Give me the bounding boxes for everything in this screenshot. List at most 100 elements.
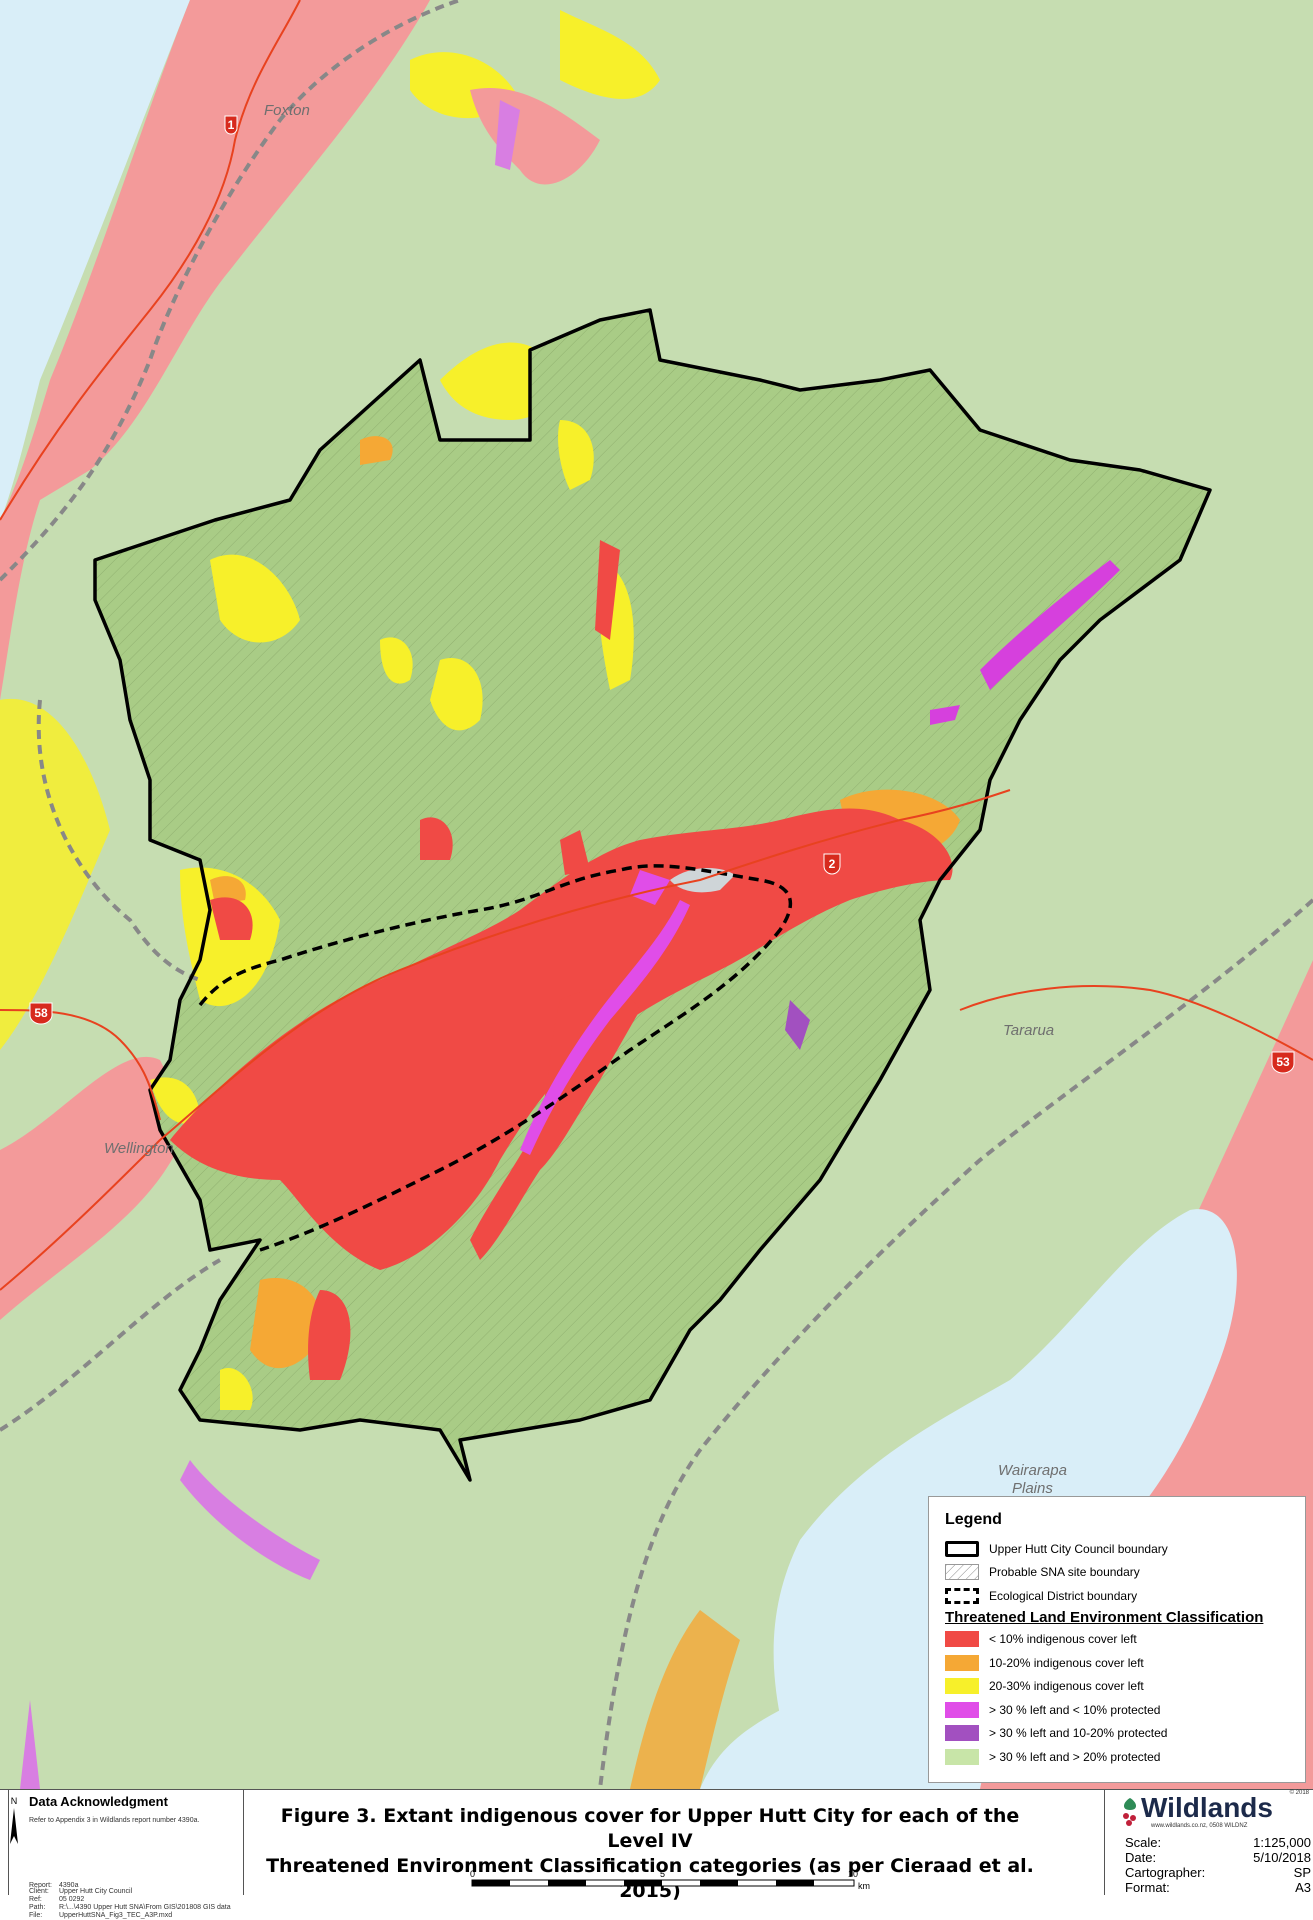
scale-unit: km	[858, 1881, 870, 1891]
route-shield-53: 53	[1271, 1051, 1295, 1074]
tec-20-30	[150, 1077, 200, 1124]
ack-text: Refer to Appendix 3 in Wildlands report …	[29, 1817, 200, 1824]
tec-20-30	[210, 554, 300, 643]
scale-tick-10: 10	[848, 1869, 858, 1879]
tec-20-30	[220, 1368, 253, 1410]
legend-item-ecological-boundary: Ecological District boundary	[945, 1584, 1293, 1608]
meta-row: File:UpperHuttSNA_Fig3_TEC_A3P.mxd	[29, 1912, 173, 1919]
magenta-patch	[180, 1460, 320, 1580]
legend-panel: Legend Upper Hutt City Council boundary …	[928, 1496, 1306, 1783]
detail-row: Cartographer:SP	[1125, 1865, 1311, 1880]
legend-item-class: 10-20% indigenous cover left	[945, 1651, 1293, 1675]
scale-tick-5: 5	[660, 1869, 665, 1879]
yellow-patch	[560, 10, 660, 99]
route-shield-1: 1	[224, 115, 238, 135]
svg-text:53: 53	[1276, 1055, 1290, 1069]
scale-tick-0: 0	[470, 1869, 475, 1879]
sea-south	[700, 1700, 810, 1789]
class-swatch	[945, 1654, 979, 1671]
tec-lt-10	[308, 1290, 351, 1380]
coastal-band-wellington	[0, 1056, 190, 1320]
wildlands-logo-icon	[1123, 1798, 1137, 1826]
legend-item-label: 10-20% indigenous cover left	[989, 1655, 1144, 1670]
tec-gt30-lt10-protected	[980, 560, 1120, 690]
road-sh2	[0, 789, 1011, 1291]
legend-item-label: > 30 % left and > 20% protected	[989, 1749, 1161, 1764]
map-details: Scale:1:125,000 Date:5/10/2018 Cartograp…	[1125, 1835, 1311, 1895]
tec-lt-10	[560, 830, 590, 875]
route-shield-58: 58	[29, 1002, 53, 1025]
place-plains: Plains	[1012, 1480, 1053, 1497]
legend-title: Legend	[945, 1511, 1002, 1528]
legend-item-class: > 30 % left and > 20% protected	[945, 1745, 1293, 1769]
tec-lt-10	[470, 989, 640, 1260]
yellow-patch	[0, 698, 110, 1050]
route-shield-2: 2	[823, 853, 841, 875]
yellow-patch	[440, 342, 553, 420]
tec-20-30	[558, 420, 594, 490]
place-wairarapa: Wairarapa	[998, 1462, 1067, 1479]
ecological-district-boundary-grey	[0, 0, 461, 582]
legend-item-label: > 30 % left and 10-20% protected	[989, 1726, 1168, 1741]
tec-lt-10	[595, 540, 620, 640]
report-meta: Report:4390a	[29, 1882, 78, 1890]
coastal-band-west	[0, 0, 430, 700]
ecological-boundary-swatch	[945, 1587, 979, 1604]
tec-gt30-lt10-protected	[520, 900, 690, 1155]
legend-item-class: 20-30% indigenous cover left	[945, 1675, 1293, 1699]
sea-west	[0, 0, 190, 520]
road-sh53	[959, 985, 1313, 1061]
detail-row: Date:5/10/2018	[1125, 1850, 1311, 1865]
legend-item-label: > 30 % left and < 10% protected	[989, 1702, 1161, 1717]
place-tararua: Tararua	[1003, 1022, 1054, 1039]
meta-row: Client:Upper Hutt City Council	[29, 1888, 133, 1895]
tec-lt-10	[210, 897, 253, 940]
legend-item-class: > 30 % left and 10-20% protected	[945, 1722, 1293, 1746]
class-swatch	[945, 1748, 979, 1765]
detail-row: Scale:1:125,000	[1125, 1835, 1311, 1850]
tec-10-20	[250, 1278, 322, 1369]
road-sh1	[0, 0, 301, 521]
legend-item-label: Upper Hutt City Council boundary	[989, 1541, 1168, 1556]
tec-20-30	[430, 658, 483, 731]
magenta-patch	[495, 100, 520, 170]
svg-text:2: 2	[829, 857, 836, 871]
tec-gt30-10-20-protected	[785, 1000, 810, 1050]
svg-text:58: 58	[34, 1006, 48, 1020]
meta-row: Path:R:\...\4390 Upper Hutt SNA\From GIS…	[29, 1904, 231, 1911]
place-foxton: Foxton	[264, 102, 310, 119]
council-boundary-swatch	[945, 1540, 979, 1557]
copyright: © 2018	[1289, 1790, 1309, 1796]
legend-item-class: < 10% indigenous cover left	[945, 1628, 1293, 1652]
legend-classification-title: Threatened Land Environment Classificati…	[945, 1608, 1264, 1626]
legend-item-label: < 10% indigenous cover left	[989, 1632, 1137, 1647]
brand-name: Wildlands	[1141, 1792, 1273, 1823]
north-label: N	[10, 1796, 18, 1806]
legend-item-class: > 30 % left and < 10% protected	[945, 1698, 1293, 1722]
class-swatch	[945, 1725, 979, 1742]
sna-hatch-swatch	[945, 1564, 979, 1581]
council-boundary	[93, 308, 1212, 1482]
magenta-patch	[20, 1700, 40, 1789]
ecological-district-boundary-grey-4	[36, 699, 201, 982]
caption-line-1: Figure 3. Extant indigenous cover for Up…	[280, 1805, 1020, 1852]
figure-caption: Figure 3. Extant indigenous cover for Up…	[250, 1804, 1050, 1904]
report-meta-rest: Client:Upper Hutt City Council	[29, 1838, 132, 1896]
tec-gt30-lt10-protected	[930, 705, 960, 725]
ecological-district-boundary	[198, 864, 792, 1252]
legend-item-sna-boundary: Probable SNA site boundary	[945, 1561, 1293, 1585]
north-arrow-icon: N	[8, 1796, 20, 1848]
legend-item-label: 20-30% indigenous cover left	[989, 1679, 1144, 1694]
scale-bar: 0 5 10 km	[470, 1869, 870, 1891]
class-swatch	[945, 1631, 979, 1648]
class-swatch	[945, 1678, 979, 1695]
brand-panel: © 2018 Wildlands www.wildlands.co.nz, 05…	[1104, 1790, 1313, 1895]
footer: N Data Acknowledgment Refer to Appendix …	[0, 1789, 1313, 1919]
meta-row: Report:4390a	[29, 1882, 79, 1889]
legend-item-label: Probable SNA site boundary	[989, 1565, 1140, 1580]
svg-text:1: 1	[228, 118, 235, 132]
tec-10-20	[360, 436, 393, 465]
orange-south	[630, 1610, 740, 1789]
place-wellington: Wellington	[104, 1140, 174, 1157]
